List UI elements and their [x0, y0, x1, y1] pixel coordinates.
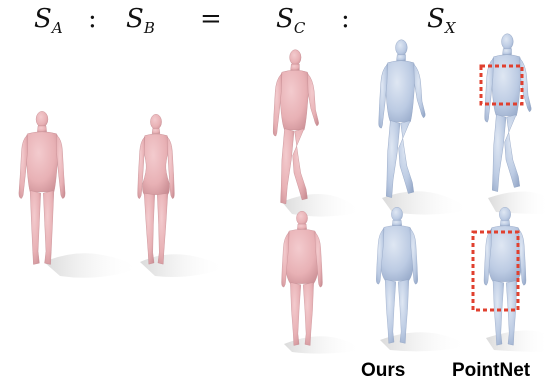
- caption-ours: Ours: [361, 360, 406, 381]
- caption-pointnet: PointNet: [452, 360, 531, 381]
- mesh-s-c-top: [272, 49, 362, 217]
- colon-1: :: [88, 4, 97, 34]
- label-s-b: SB: [126, 4, 155, 37]
- mesh-s-b: [137, 113, 226, 277]
- label-s-a: SA: [34, 4, 63, 37]
- mesh-ours-top: [378, 39, 470, 215]
- mesh-ours-bottom: [375, 206, 468, 352]
- label-s-c: SC: [276, 4, 306, 37]
- colon-2: :: [341, 4, 350, 34]
- label-s-x: SX: [427, 4, 456, 37]
- mesh-pointnet-top: [484, 33, 550, 214]
- mesh-pointnet-bottom: [483, 206, 550, 352]
- error-box-top: [479, 64, 524, 106]
- mesh-s-a: [18, 110, 140, 278]
- error-box-bottom: [471, 230, 520, 312]
- mesh-s-c-bottom: [281, 210, 362, 354]
- equals-sign: =: [200, 4, 222, 34]
